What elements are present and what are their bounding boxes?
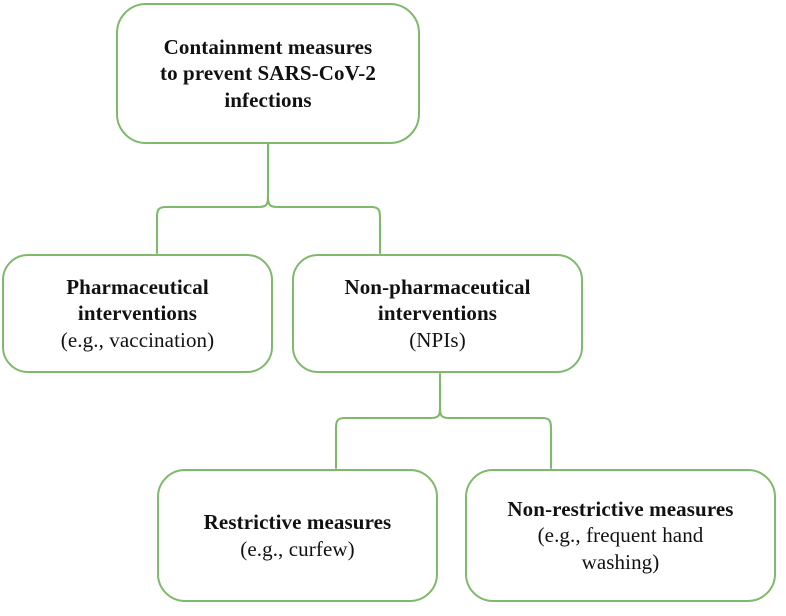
node-nonrestrictive-line-1: Non-restrictive measures <box>507 496 734 521</box>
node-npi-line-1: Non-pharmaceutical <box>344 274 531 299</box>
node-non-pharmaceutical-interventions[interactable]: Non-pharmaceutical interventions (NPIs) <box>292 254 583 373</box>
node-restrictive-measures[interactable]: Restrictive measures (e.g., curfew) <box>157 469 438 602</box>
node-non-restrictive-measures[interactable]: Non-restrictive measures (e.g., frequent… <box>465 469 776 602</box>
node-npi-line-2: interventions <box>377 301 498 326</box>
node-pharma-line-1: Pharmaceutical <box>66 274 209 299</box>
node-pharma-line-2: interventions <box>77 301 198 326</box>
node-containment-measures[interactable]: Containment measures to prevent SARS-CoV… <box>116 3 420 144</box>
node-pharmaceutical-interventions[interactable]: Pharmaceutical interventions (e.g., vacc… <box>2 254 273 373</box>
node-root-line-3: infections <box>224 87 312 112</box>
node-npi-abbreviation: (NPIs) <box>409 327 466 352</box>
node-nonrestrictive-example-2: washing) <box>581 549 660 574</box>
brace-npi-to-level3 <box>334 372 442 470</box>
brace-root-to-level2 <box>155 142 270 255</box>
node-root-line-1: Containment measures <box>163 34 373 59</box>
node-root-line-2: to prevent SARS-CoV-2 <box>160 61 376 86</box>
node-restrictive-example: (e.g., curfew) <box>240 536 355 561</box>
brace-npi-to-level3-right <box>438 406 553 470</box>
node-restrictive-line-1: Restrictive measures <box>203 510 392 535</box>
brace-root-to-level2-right <box>266 194 382 255</box>
node-pharma-example: (e.g., vaccination) <box>60 327 215 352</box>
node-nonrestrictive-example-1: (e.g., frequent hand <box>537 523 704 548</box>
